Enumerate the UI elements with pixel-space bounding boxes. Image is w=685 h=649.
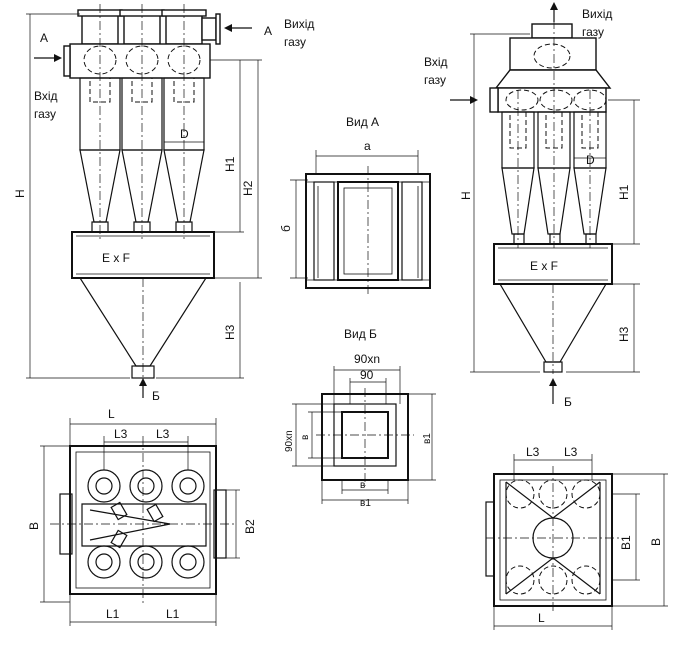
view-b-marker-left: Б xyxy=(152,389,160,403)
view-b-dimension-v1-side: в1 xyxy=(422,433,433,444)
section-label-a-right: А xyxy=(264,24,272,38)
outlet-label-right-line1: Вихід xyxy=(582,7,612,21)
view-a-dimension-a: a xyxy=(364,139,371,153)
plan-left-dimension-L: L xyxy=(108,407,115,421)
view-b xyxy=(292,366,436,504)
dimension-h2-left: H2 xyxy=(241,180,255,196)
view-b-dimension-90xn-side: 90xn xyxy=(284,430,295,452)
view-b-marker-right: Б xyxy=(564,395,572,409)
dimension-d-left: D xyxy=(180,127,189,141)
plan-right-dimension-L3-b: L3 xyxy=(564,445,578,459)
dimension-h3-right: H3 xyxy=(617,326,631,342)
right-plan xyxy=(485,454,668,630)
left-elevation xyxy=(26,4,262,398)
inlet-label-right-line1: Вхід xyxy=(424,55,448,69)
view-a-title: Вид А xyxy=(346,115,379,129)
outlet-label-left-line2: газу xyxy=(284,35,306,49)
inlet-label-left-line2: газу xyxy=(34,107,56,121)
plan-left-dimension-L3-a: L3 xyxy=(114,427,128,441)
plan-left-dimension-B2: B2 xyxy=(243,519,257,534)
dimension-h1-right: H1 xyxy=(617,184,631,200)
plan-right-dimension-B1: B1 xyxy=(619,535,633,550)
plan-right-dimension-L3-a: L3 xyxy=(526,445,540,459)
view-a xyxy=(290,150,431,296)
dimension-exf-right: E x F xyxy=(530,259,558,273)
dimension-h-left: H xyxy=(13,189,27,198)
right-elevation xyxy=(450,2,640,404)
plan-left-dimension-B: B xyxy=(27,522,41,530)
view-a-dimension-b: б xyxy=(279,225,293,232)
dimension-exf-left: E x F xyxy=(102,251,130,265)
section-label-a-left: А xyxy=(40,31,48,45)
plan-left-dimension-L3-b: L3 xyxy=(156,427,170,441)
view-b-dimension-v1-bottom: в1 xyxy=(360,498,371,509)
plan-left-dimension-L1-a: L1 xyxy=(106,607,120,621)
plan-left-dimension-L1-b: L1 xyxy=(166,607,180,621)
view-b-dimension-v-bottom: в xyxy=(360,480,365,491)
inlet-label-left-line1: Вхід xyxy=(34,89,58,103)
view-b-dimension-90xn-top: 90xn xyxy=(354,352,380,366)
view-b-title: Вид Б xyxy=(344,327,377,341)
plan-right-dimension-B: B xyxy=(649,538,663,546)
view-b-dimension-v-side: в xyxy=(300,435,311,440)
view-b-dimension-90: 90 xyxy=(360,368,374,382)
inlet-label-right-line2: газу xyxy=(424,73,446,87)
dimension-d-right: D xyxy=(586,153,595,167)
left-plan xyxy=(40,418,240,626)
outlet-label-left-line1: Вихід xyxy=(284,17,314,31)
dimension-h-right: H xyxy=(459,191,473,200)
plan-right-dimension-L: L xyxy=(538,611,545,625)
dimension-h1-left: H1 xyxy=(223,156,237,172)
outlet-label-right-line2: газу xyxy=(582,25,604,39)
dimension-h3-left: H3 xyxy=(223,324,237,340)
